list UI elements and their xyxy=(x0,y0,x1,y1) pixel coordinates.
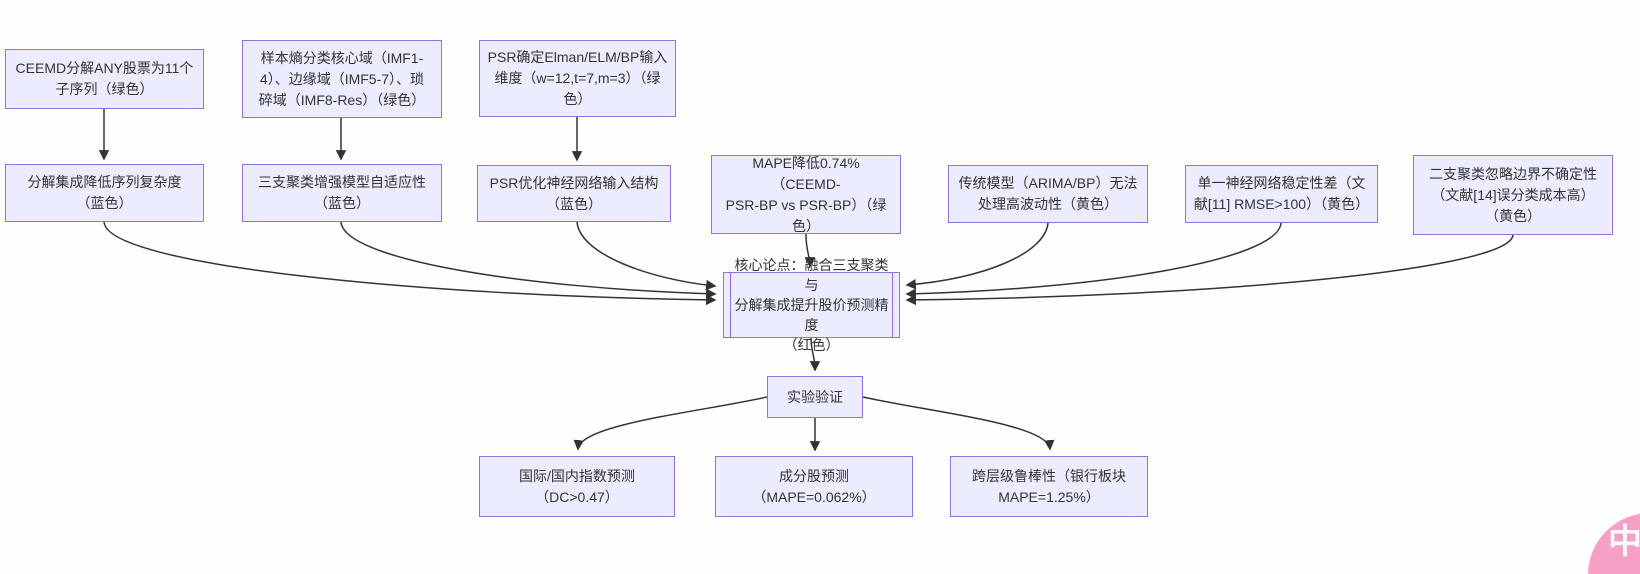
node-label: 成分股预测 （MAPE=0.062%） xyxy=(752,467,876,505)
edge-a-center xyxy=(103,221,717,306)
node-constituent-stock-prediction: 成分股预测 （MAPE=0.062%） xyxy=(715,456,913,517)
edge-e-center xyxy=(905,222,1049,290)
node-mape-reduction: MAPE降低0.74%（CEEMD- PSR-BP vs PSR-BP）（绿 色… xyxy=(711,155,901,234)
node-cross-level-robustness: 跨层级鲁棒性（银行板块 MAPE=1.25%） xyxy=(950,456,1148,517)
node-label: MAPE降低0.74%（CEEMD- PSR-BP vs PSR-BP）（绿 色… xyxy=(725,154,887,234)
translate-widget-button[interactable]: 中 A xyxy=(1588,513,1640,574)
node-label: 跨层级鲁棒性（银行板块 MAPE=1.25%） xyxy=(972,467,1126,505)
node-label: 三支聚类增强模型自适应性 （蓝色） xyxy=(258,174,426,211)
node-label: PSR优化神经网络输入结构 （蓝色） xyxy=(489,174,659,212)
node-decomposition-reduces-complexity: 分解集成降低序列复杂度 （蓝色） xyxy=(5,164,204,222)
edge-b-center xyxy=(340,221,717,299)
node-label: 核心论点：融合三支聚类与 分解集成提升股价预测精度 （红色） xyxy=(734,257,889,353)
edge-verify-j xyxy=(862,396,1055,451)
edge-g-center xyxy=(905,234,1514,306)
node-label: 实验验证 xyxy=(787,388,843,405)
node-psr-input-dimension: PSR确定Elman/ELM/BP输入 维度（w=12,t=7,m=3）（绿 色… xyxy=(479,40,676,117)
node-label: 传统模型（ARIMA/BP）无法 处理高波动性（黄色） xyxy=(958,175,1138,212)
node-traditional-model-limitation: 传统模型（ARIMA/BP）无法 处理高波动性（黄色） xyxy=(948,165,1148,223)
edge-f-center xyxy=(905,222,1282,300)
edge-c-center xyxy=(576,221,717,291)
node-psr-optimizes-input-structure: PSR优化神经网络输入结构 （蓝色） xyxy=(477,165,671,222)
edge-verify-h xyxy=(573,396,768,451)
node-core-thesis: 核心论点：融合三支聚类与 分解集成提升股价预测精度 （红色） xyxy=(723,257,900,353)
node-sample-entropy-classification: 样本熵分类核心域（IMF1- 4）、边缘域（IMF5-7）、琐 碎域（IMF8-… xyxy=(242,40,442,118)
node-label: 单一神经网络稳定性差（文 献[11] RMSE>100）（黄色） xyxy=(1193,175,1370,212)
node-label: 样本熵分类核心域（IMF1- 4）、边缘域（IMF5-7）、琐 碎域（IMF8-… xyxy=(258,49,426,108)
node-three-way-clustering-adaptivity: 三支聚类增强模型自适应性 （蓝色） xyxy=(242,164,442,222)
node-ceemd-decomposition: CEEMD分解ANY股票为11个 子序列（绿色） xyxy=(5,49,204,109)
node-two-way-clustering-limitation: 二支聚类忽略边界不确定性 （文献[14]误分类成本高） （黄色） xyxy=(1413,155,1613,235)
edge-center-verify xyxy=(809,337,821,372)
edge-d-center xyxy=(804,233,816,268)
node-index-prediction: 国际/国内指数预测 （DC>0.47） xyxy=(479,456,675,517)
node-single-nn-instability: 单一神经网络稳定性差（文 献[11] RMSE>100）（黄色） xyxy=(1185,165,1378,223)
node-label: CEEMD分解ANY股票为11个 子序列（绿色） xyxy=(15,60,194,97)
node-label: 二支聚类忽略边界不确定性 （文献[14]误分类成本高） （黄色） xyxy=(1429,165,1597,224)
node-label: 国际/国内指数预测 （DC>0.47） xyxy=(519,467,635,505)
node-label: 分解集成降低序列复杂度 （蓝色） xyxy=(27,174,182,211)
translate-zh-icon: 中 xyxy=(1608,523,1640,561)
node-experimental-validation: 实验验证 xyxy=(767,376,863,418)
node-label: PSR确定Elman/ELM/BP输入 维度（w=12,t=7,m=3）（绿 色… xyxy=(487,49,668,107)
